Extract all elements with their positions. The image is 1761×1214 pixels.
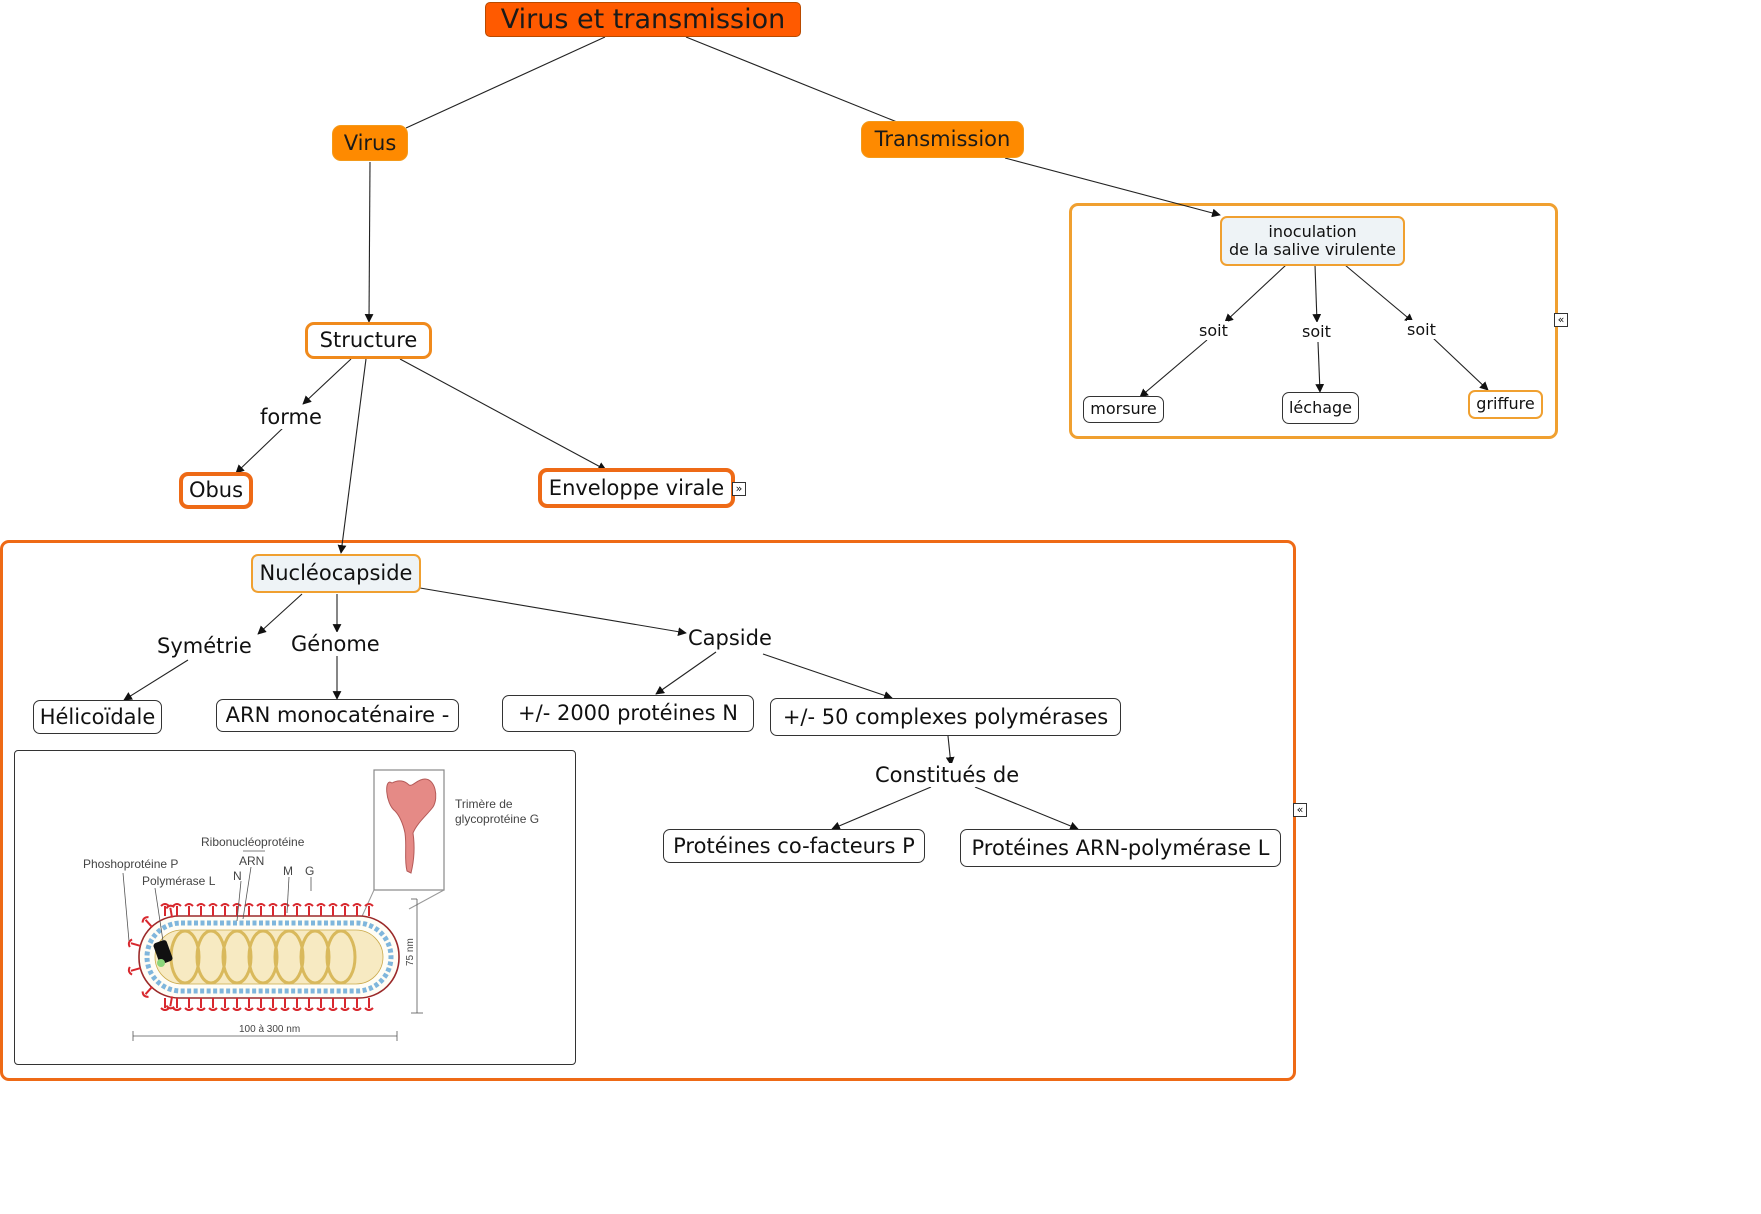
figure-arn: ARN	[239, 854, 264, 868]
node-polymerase-label: Protéines ARN-polymérase L	[971, 835, 1270, 860]
node-2000-proteines-n[interactable]: +/- 2000 protéines N	[502, 695, 754, 732]
link-label-soit-2: soit	[1302, 322, 1331, 341]
link-inoculation-soit3	[1344, 264, 1414, 323]
node-arn-label: ARN monocaténaire -	[225, 703, 450, 728]
node-helicoidale-label: Hélicoïdale	[39, 704, 156, 729]
node-structure[interactable]: Structure	[305, 322, 432, 359]
link-label-genome: Génome	[291, 632, 380, 656]
link-label-soit-3: soit	[1407, 320, 1436, 339]
figure-ribonucleoproteine: Ribonucléoprotéine	[201, 835, 305, 849]
collapse-transmission-icon[interactable]: «	[1554, 313, 1568, 327]
virus-illustration: Trimère de glycoprotéine G	[83, 769, 539, 1041]
figure-trimere-line2: glycoprotéine G	[455, 812, 539, 826]
node-transmission-label: Transmission	[874, 127, 1011, 152]
virus-structure-figure[interactable]: Trimère de glycoprotéine G	[14, 750, 576, 1065]
figure-polymerase: Polymérase L	[142, 874, 216, 888]
link-constitues-cofacteurs	[831, 786, 932, 830]
node-virus-label: Virus	[343, 130, 397, 155]
node-complexes-label: +/- 50 complexes polymérases	[782, 704, 1109, 729]
link-title-virus	[405, 36, 606, 129]
link-title-transmission	[685, 36, 898, 123]
node-enveloppe-label: Enveloppe virale	[548, 475, 725, 500]
link-capside-50complexes	[762, 653, 893, 700]
node-cofacteurs-p[interactable]: Protéines co-facteurs P	[663, 829, 925, 863]
link-nucleo-symetrie	[257, 593, 303, 635]
node-cofacteurs-label: Protéines co-facteurs P	[673, 833, 915, 858]
link-label-capside: Capside	[688, 626, 772, 650]
node-transmission[interactable]: Transmission	[861, 121, 1024, 158]
node-inoculation-line1: inoculation	[1268, 221, 1357, 241]
virion-body	[127, 903, 400, 1011]
page-title-text: Virus et transmission	[500, 3, 786, 35]
node-virus[interactable]: Virus	[332, 125, 408, 161]
figure-height: 75 nm	[405, 938, 416, 966]
link-soit3-griffure	[1432, 337, 1489, 391]
link-structure-nucleocapside	[337, 358, 367, 554]
glycoprotein-trimer-icon	[386, 778, 437, 874]
node-structure-label: Structure	[319, 328, 418, 353]
link-structure-enveloppe	[399, 358, 607, 471]
link-virus-structure	[364, 161, 374, 323]
node-griffure-label: griffure	[1476, 394, 1535, 414]
link-symetrie-helicoidale	[123, 659, 189, 701]
node-lechage-label: léchage	[1288, 397, 1353, 417]
link-inoculation-soit2	[1312, 264, 1322, 323]
link-label-symetrie: Symétrie	[157, 634, 252, 658]
link-capside-2000n	[655, 651, 717, 695]
expand-enveloppe-icon[interactable]: »	[732, 482, 746, 496]
collapse-nucleocapside-icon[interactable]: «	[1293, 803, 1307, 817]
link-transmission-inoculation	[1004, 157, 1221, 218]
link-label-soit-1: soit	[1199, 321, 1228, 340]
node-obus[interactable]: Obus	[179, 472, 253, 509]
link-nucleo-capside	[419, 587, 687, 637]
node-arn-monocatenaire[interactable]: ARN monocaténaire -	[216, 699, 459, 732]
node-nucleocapside[interactable]: Nucléocapside	[251, 554, 421, 593]
node-morsure-label: morsure	[1090, 399, 1157, 419]
link-constitues-polymerase	[974, 786, 1079, 831]
node-lechage[interactable]: léchage	[1282, 392, 1359, 424]
link-complexes-constitues	[945, 735, 955, 766]
node-helicoidale[interactable]: Hélicoïdale	[33, 700, 162, 734]
node-morsure[interactable]: morsure	[1083, 396, 1164, 423]
figure-trimere-line1: Trimère de	[455, 797, 513, 811]
node-obus-label: Obus	[188, 478, 244, 503]
link-label-constitues: Constitués de	[875, 763, 1020, 787]
node-inoculation-line2: de la salive virulente	[1228, 240, 1397, 259]
node-50-complexes[interactable]: +/- 50 complexes polymérases	[770, 698, 1121, 736]
node-2000n-label: +/- 2000 protéines N	[518, 701, 738, 726]
node-griffure[interactable]: griffure	[1468, 390, 1543, 419]
figure-length: 100 à 300 nm	[239, 1024, 300, 1035]
link-soit2-lechage	[1315, 341, 1325, 393]
figure-n: N	[233, 869, 242, 883]
node-inoculation[interactable]: inoculation de la salive virulente	[1220, 216, 1405, 266]
link-label-forme: forme	[260, 405, 322, 429]
link-structure-forme	[302, 358, 352, 405]
page-title[interactable]: Virus et transmission	[485, 2, 801, 37]
link-inoculation-soit1	[1224, 264, 1287, 323]
link-soit1-morsure	[1139, 339, 1208, 398]
figure-m: M	[283, 864, 293, 878]
node-nucleocapside-label: Nucléocapside	[259, 561, 413, 586]
node-enveloppe-virale[interactable]: Enveloppe virale	[538, 468, 735, 508]
link-forme-obus	[235, 426, 285, 474]
node-arn-polymerase-l[interactable]: Protéines ARN-polymérase L	[960, 829, 1281, 867]
figure-phosphoproteine: Phoshoprotéine P	[83, 857, 178, 871]
figure-g: G	[305, 864, 314, 878]
